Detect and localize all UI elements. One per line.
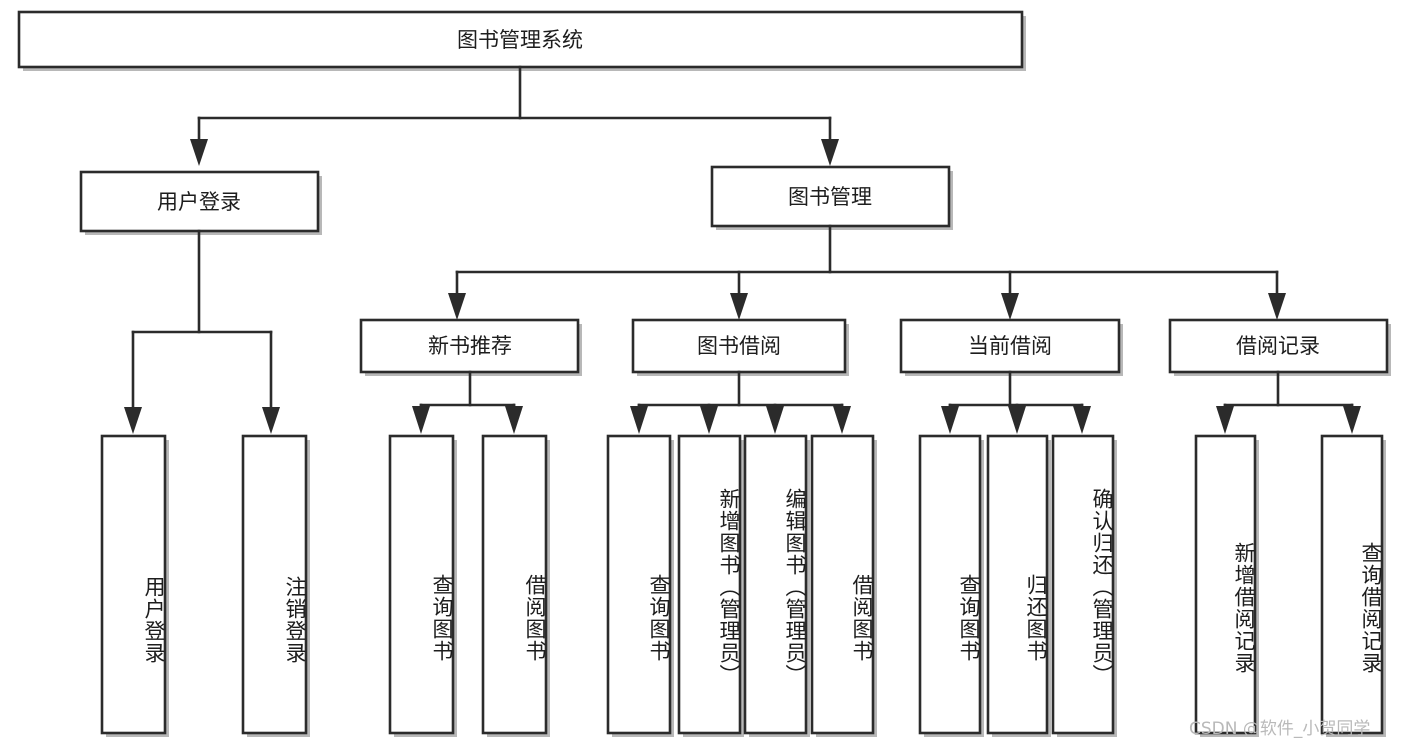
leaf-borrow-record-1-box[interactable] (1320, 434, 1384, 735)
node-book-management[interactable]: 图书管理 (710, 165, 953, 230)
arrow-to-user-login (190, 139, 208, 166)
arrow-book-borrow-leaf1 (700, 406, 718, 434)
arrow-to-current-borrow (1001, 293, 1019, 320)
leaf-node-new-book-0[interactable] (388, 434, 457, 737)
leaf-borrow-record-0-box[interactable] (1194, 434, 1257, 735)
node-user-login-label: 用户登录 (157, 190, 241, 214)
arrow-book-borrow-leaf3 (833, 406, 851, 434)
node-book-borrow-label: 图书借阅 (697, 334, 781, 358)
leaf-current-borrow-2-box[interactable] (1051, 434, 1115, 735)
leaf-node-current-borrow-2[interactable] (1051, 434, 1117, 737)
node-current-borrow-box[interactable] (899, 318, 1121, 374)
leaf-user-login-1-box[interactable] (241, 434, 308, 735)
arrow-current-borrow-leaf2 (1073, 406, 1091, 434)
leaf-new-book-1-box[interactable] (481, 434, 548, 735)
arrow-to-borrow-record (1268, 293, 1286, 320)
leaf-node-borrow-record-0[interactable] (1194, 434, 1259, 737)
leaf-node-book-borrow-0[interactable] (606, 434, 674, 737)
node-current-borrow[interactable]: 当前借阅 (899, 318, 1123, 376)
leaf-node-book-borrow-2[interactable] (743, 434, 810, 737)
leaf-book-borrow-1-box[interactable] (677, 434, 742, 735)
arrow-user-login-leaf0 (124, 407, 142, 434)
csdn-watermark: CSDN @软件_小贺同学 (1189, 719, 1371, 739)
arrow-current-borrow-leaf0 (941, 406, 959, 434)
node-user-login[interactable]: 用户登录 (79, 170, 322, 235)
node-new-book-recommend-box[interactable] (359, 318, 580, 374)
arrow-to-new-book (448, 293, 466, 320)
arrow-book-borrow-leaf2 (766, 406, 784, 434)
leaf-node-borrow-record-1[interactable] (1320, 434, 1386, 737)
arrow-book-borrow-leaf0 (630, 406, 648, 434)
node-borrow-record-box[interactable] (1168, 318, 1389, 374)
leaf-current-borrow-0-box[interactable] (918, 434, 982, 735)
node-root-label: 图书管理系统 (457, 28, 583, 52)
arrow-borrow-record-leaf1 (1343, 406, 1361, 434)
leaf-node-book-borrow-3[interactable] (810, 434, 877, 737)
arrow-borrow-record-leaf0 (1216, 406, 1234, 434)
arrow-to-book-mgmt (821, 139, 839, 166)
node-book-management-label: 图书管理 (788, 185, 872, 209)
leaf-book-borrow-2-box[interactable] (743, 434, 808, 735)
leaf-node-user-login-0[interactable] (100, 434, 169, 737)
node-book-borrow[interactable]: 图书借阅 (631, 318, 849, 376)
leaf-book-borrow-0-box[interactable] (606, 434, 672, 735)
leaf-current-borrow-1-box[interactable] (986, 434, 1049, 735)
leaf-node-current-borrow-1[interactable] (986, 434, 1051, 737)
node-borrow-record[interactable]: 借阅记录 (1168, 318, 1391, 376)
node-root[interactable]: 图书管理系统 (17, 10, 1026, 71)
arrow-new-book-leaf1 (505, 406, 523, 434)
node-user-login-box[interactable] (79, 170, 320, 233)
node-new-book-recommend-label: 新书推荐 (428, 334, 512, 358)
leaf-node-new-book-1[interactable] (481, 434, 550, 737)
leaf-node-book-borrow-1[interactable] (677, 434, 744, 737)
arrow-current-borrow-leaf1 (1008, 406, 1026, 434)
leaf-node-current-borrow-0[interactable] (918, 434, 984, 737)
leaf-user-login-0-box[interactable] (100, 434, 167, 735)
leaf-book-borrow-3-box[interactable] (810, 434, 875, 735)
arrow-to-book-borrow (730, 293, 748, 320)
node-new-book-recommend[interactable]: 新书推荐 (359, 318, 582, 376)
arrow-new-book-leaf0 (412, 406, 430, 434)
leaf-new-book-0-box[interactable] (388, 434, 455, 735)
node-root-box[interactable] (17, 10, 1024, 69)
node-borrow-record-label: 借阅记录 (1236, 334, 1320, 358)
arrow-user-login-leaf1 (262, 407, 280, 434)
node-book-management-box[interactable] (710, 165, 951, 228)
leaf-node-user-login-1[interactable] (241, 434, 310, 737)
node-current-borrow-label: 当前借阅 (968, 334, 1052, 358)
